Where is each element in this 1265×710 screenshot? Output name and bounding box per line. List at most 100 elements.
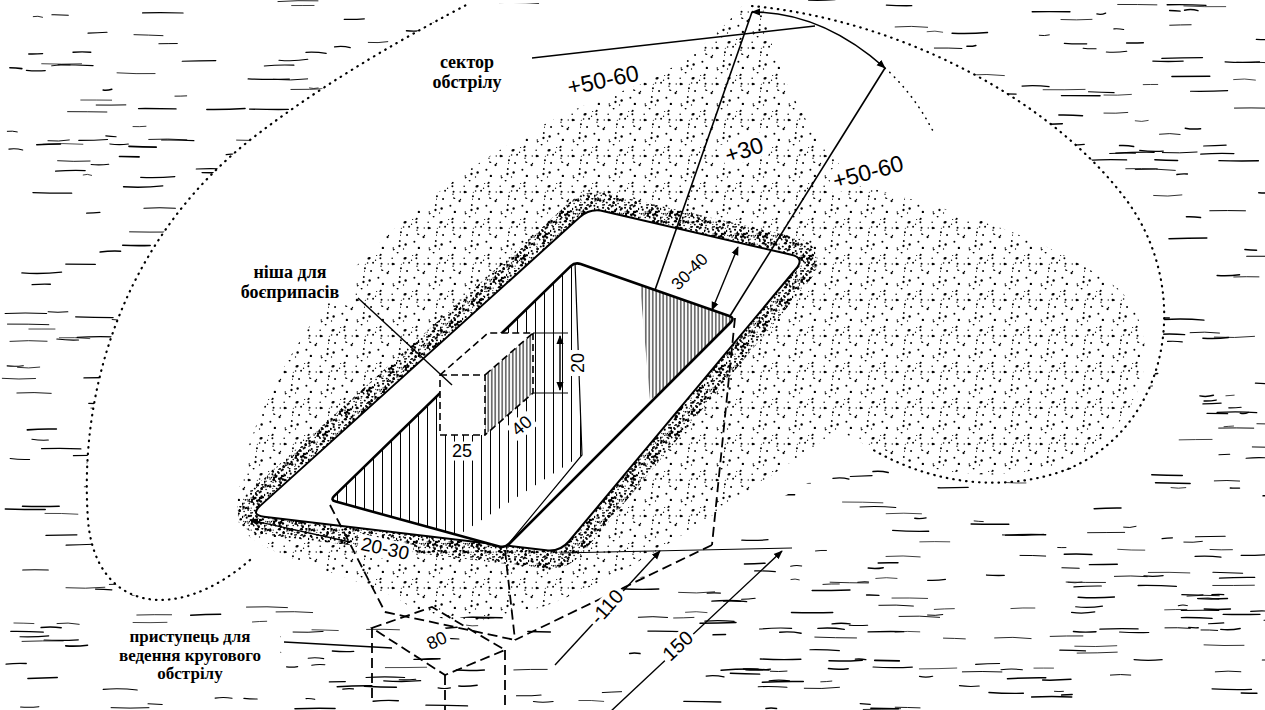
ground-stroke	[2, 378, 35, 380]
ground-stroke	[1064, 43, 1086, 45]
ground-stroke	[52, 14, 69, 16]
ground-stroke	[1234, 79, 1256, 80]
ground-stroke	[48, 140, 69, 141]
leader-line	[358, 298, 452, 385]
dimension-label: 30-40	[666, 248, 714, 296]
dimension-line	[559, 336, 560, 390]
ground-stroke	[373, 700, 398, 702]
ground-stroke	[1050, 635, 1083, 636]
ground-stroke	[832, 623, 850, 625]
ground-stroke	[10, 459, 30, 460]
ground-stroke	[426, 705, 468, 707]
ground-stroke	[766, 707, 777, 709]
ground-stroke	[1100, 628, 1138, 630]
ground-stroke	[1262, 659, 1265, 660]
ground-stroke	[250, 108, 289, 110]
ground-stroke	[1185, 127, 1200, 129]
ground-stroke	[1114, 28, 1124, 30]
ground-stroke	[843, 502, 883, 504]
ground-stroke	[149, 139, 187, 141]
ground-stroke	[1058, 547, 1066, 548]
ground-stroke	[81, 100, 112, 101]
ground-stroke	[17, 392, 51, 394]
ground-stroke	[96, 589, 112, 591]
ground-stroke	[686, 611, 708, 613]
ground-stroke	[1246, 457, 1265, 459]
ground-stroke	[1256, 39, 1265, 41]
extension-line	[560, 548, 792, 553]
ground-stroke	[1020, 555, 1046, 557]
ground-stroke	[384, 680, 421, 682]
callout-label: ніша для боєприпасів	[225, 263, 356, 303]
hidden-edge	[330, 505, 385, 612]
ground-stroke	[928, 614, 943, 616]
ground-stroke	[68, 111, 107, 112]
ground-stroke	[1219, 427, 1254, 428]
ground-stroke	[1022, 86, 1049, 87]
ground-stroke	[1072, 612, 1095, 613]
ground-stroke	[106, 135, 116, 137]
ground-stroke	[943, 638, 965, 640]
ground-stroke	[1198, 598, 1228, 600]
ground-stroke	[1168, 341, 1183, 343]
ground-stroke	[1213, 572, 1243, 574]
ground-stroke	[1184, 541, 1203, 543]
ground-stroke	[399, 679, 416, 681]
ground-stroke	[1073, 631, 1096, 633]
ground-stroke	[602, 691, 621, 693]
ground-stroke	[976, 663, 1000, 665]
ground-stroke	[1007, 678, 1045, 679]
ground-stroke	[1226, 395, 1234, 397]
ground-stroke	[804, 687, 839, 688]
dimension-label: 150	[656, 625, 699, 667]
ground-stroke	[83, 174, 91, 175]
dimension-label: +50-60	[562, 60, 644, 100]
dimension-line	[250, 520, 350, 542]
ground-stroke	[1061, 19, 1092, 21]
ground-stroke	[579, 700, 604, 701]
ground-stroke	[368, 42, 388, 43]
ground-stroke	[1043, 679, 1071, 681]
dimension-label: 40	[506, 410, 538, 441]
ground-stroke	[895, 26, 927, 28]
ground-stroke	[1006, 482, 1026, 484]
trench-walls	[330, 262, 735, 560]
ground-stroke	[1219, 577, 1254, 579]
dimension-label: 20-30	[356, 534, 414, 565]
ground-stroke	[760, 658, 801, 660]
ground-stroke	[1075, 645, 1117, 647]
ground-stroke	[1143, 84, 1158, 85]
ground-stroke	[438, 687, 450, 689]
ground-stroke	[248, 78, 289, 80]
ground-stroke	[1134, 659, 1162, 661]
ground-stroke	[892, 597, 928, 598]
ground-stroke	[1209, 622, 1224, 624]
ground-stroke	[1001, 669, 1022, 671]
ground-stroke	[809, 0, 835, 1]
ground-stroke	[962, 671, 1002, 672]
ground-stroke	[1195, 556, 1221, 557]
ground-stroke	[5, 508, 45, 510]
dimension-label: +30	[719, 132, 769, 169]
extension-line	[533, 333, 568, 393]
ground-stroke	[1156, 482, 1191, 484]
ground-stroke	[129, 146, 156, 148]
ground-stroke	[41, 626, 61, 628]
ground-stroke	[1181, 617, 1212, 619]
hidden-lines	[330, 318, 735, 710]
ground-stroke	[26, 70, 45, 72]
ground-stroke	[860, 703, 870, 705]
ground-stroke	[1201, 629, 1218, 631]
ground-stroke	[1120, 631, 1149, 633]
ground-stroke	[79, 139, 108, 141]
ground-stroke	[279, 59, 308, 60]
ground-stroke	[29, 329, 55, 330]
ground-stroke	[22, 640, 63, 642]
ground-stroke	[1214, 480, 1239, 482]
ground-stroke	[1089, 91, 1115, 93]
ground-stroke	[1177, 173, 1188, 175]
ground-stroke	[6, 663, 26, 665]
leader-line	[532, 26, 815, 58]
